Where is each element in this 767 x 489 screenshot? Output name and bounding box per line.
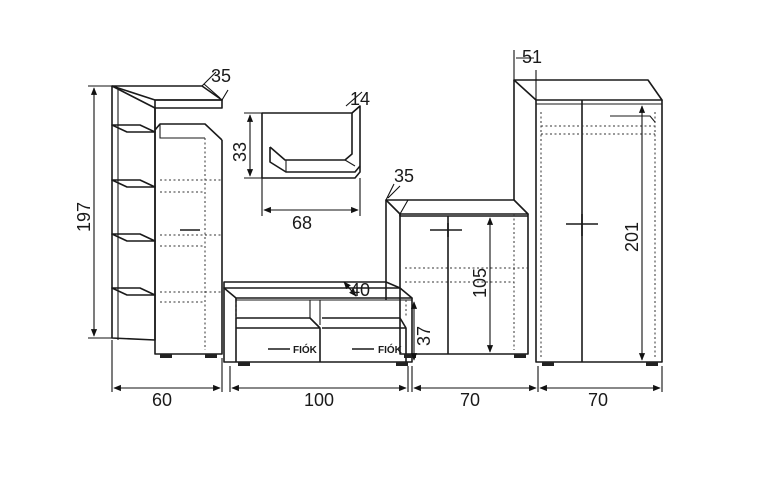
dim-wall-shelf-depth: 14 [350,89,370,109]
wardrobe-foot [542,362,554,366]
tv-stand-back [223,281,401,289]
drawer-left [236,317,321,362]
cabinet-top-edge [399,214,528,217]
dim-width-shelf: 60 [152,390,172,410]
open-shelf-4 [111,287,156,296]
cabinet-body [385,200,529,355]
tv-stand-hidden [235,300,407,318]
tv-stand-foot [238,362,250,366]
cabinet-foot [514,354,526,358]
shelf-foot [160,354,172,358]
shelf-top-edge [154,99,223,109]
dim-wall-shelf-height: 33 [230,142,250,162]
tv-stand-foot [396,362,408,366]
dim-width-cabinet: 70 [460,390,480,410]
open-shelf-3 [111,233,156,242]
dim-40-line [343,281,357,297]
cabinet-hidden-shelf [405,214,528,350]
dim-14-line [345,91,363,114]
dim-33-ext [244,112,262,179]
dim-cabinet-depth: 35 [394,166,414,186]
wardrobe-handle [566,214,598,236]
dim-wardrobe-height: 201 [622,222,642,252]
wardrobe [513,79,663,366]
dim-35-shelf [201,71,229,101]
dim-197-ext [88,85,112,339]
dim-35-cabinet [385,183,409,215]
cabinet-handle [430,223,462,237]
shelf-cabinet-top [154,123,223,141]
cabinet [385,199,529,358]
dim-shelf-depth: 35 [211,66,231,86]
dimension-lines: 197 35 33 14 68 35 40 37 105 51 201 [74,47,663,410]
wall-shelf [261,105,361,179]
tv-stand-top-edge [235,298,412,301]
dim-width-tv: 100 [304,390,334,410]
wall-shelf-back [261,105,361,179]
shelf-top [111,85,223,101]
dim-51-line [513,50,537,100]
dim-bottom-ext [111,340,663,392]
shelf-cabinet-front [154,108,223,355]
dim-tv-stand-height: 37 [414,326,434,346]
dim-wall-shelf-width: 68 [292,213,312,233]
drawer-label-right: FIÓK [378,343,403,356]
wardrobe-rail [610,115,656,123]
wall-shelf-edge [285,159,356,172]
dim-wardrobe-depth: 51 [522,47,542,67]
dim-width-wardrobe: 70 [588,390,608,410]
dim-shelf-height: 197 [74,202,94,232]
shelf-hidden-lines [160,138,222,350]
tv-stand-divider [309,300,321,325]
wardrobe-body [513,80,663,363]
open-shelf-2 [111,179,156,188]
dim-68-ext [261,178,361,216]
cabinet-foot [404,354,416,358]
wall-shelf-profile [269,113,353,161]
shelf-unit [111,85,223,358]
shelf-inner-top [159,124,205,139]
tv-stand: FIÓK FIÓK [223,281,413,366]
open-shelf-1 [111,124,156,133]
drawer-label-left: FIÓK [293,343,318,356]
wardrobe-foot [646,362,658,366]
tv-stand-top [223,287,413,299]
shelf-foot [205,354,217,358]
dim-cabinet-height: 105 [470,268,490,298]
dim-tv-stand-depth: 40 [350,280,370,300]
